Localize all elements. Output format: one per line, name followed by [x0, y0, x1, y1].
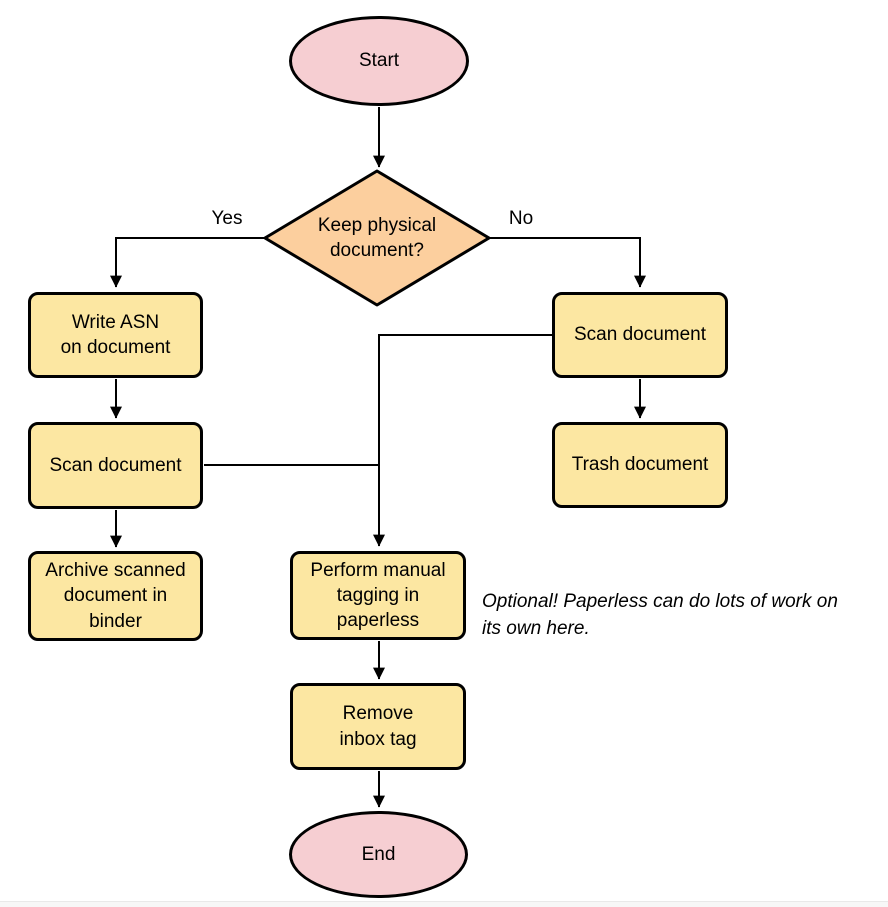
node-trash-document: Trash document — [552, 422, 728, 508]
node-remove-inbox-tag-label: Remove inbox tag — [339, 703, 417, 750]
edge-scan-right-to-tagging — [373, 334, 553, 547]
node-manual-tagging: Perform manual tagging in paperless — [290, 551, 466, 640]
node-decision: Keep physical document? — [262, 168, 492, 308]
node-archive-binder-label: Archive scanned document in binder — [45, 560, 186, 632]
node-scan-document-right-label: Scan document — [573, 324, 707, 346]
node-write-asn: Write ASN on document — [28, 292, 203, 378]
edge-decision-yes-to-write-asn — [110, 237, 266, 288]
node-start-label: Start — [358, 50, 400, 72]
node-scan-document-right: Scan document — [552, 292, 728, 378]
node-remove-inbox-tag: Remove inbox tag — [290, 683, 466, 770]
node-trash-document-label: Trash document — [571, 454, 709, 476]
annotation-optional-note: Optional! Paperless can do lots of work … — [482, 591, 838, 639]
node-scan-document-left-label: Scan document — [49, 454, 182, 476]
node-end-label: End — [361, 843, 396, 865]
bottom-edge-strip — [0, 901, 888, 907]
node-archive-binder: Archive scanned document in binder — [28, 551, 203, 641]
edge-decision-no-to-scan-right — [490, 237, 646, 288]
edge-label-no: No — [508, 208, 534, 229]
node-decision-label: Keep physical document? — [317, 214, 437, 261]
decision-diamond-shape — [263, 169, 491, 307]
node-start: Start — [289, 16, 469, 106]
node-write-asn-label: Write ASN on document — [60, 311, 171, 358]
node-manual-tagging-label: Perform manual tagging in paperless — [310, 559, 446, 632]
node-end: End — [289, 811, 468, 898]
node-scan-document-left: Scan document — [28, 422, 203, 509]
edge-label-yes: Yes — [211, 208, 243, 229]
